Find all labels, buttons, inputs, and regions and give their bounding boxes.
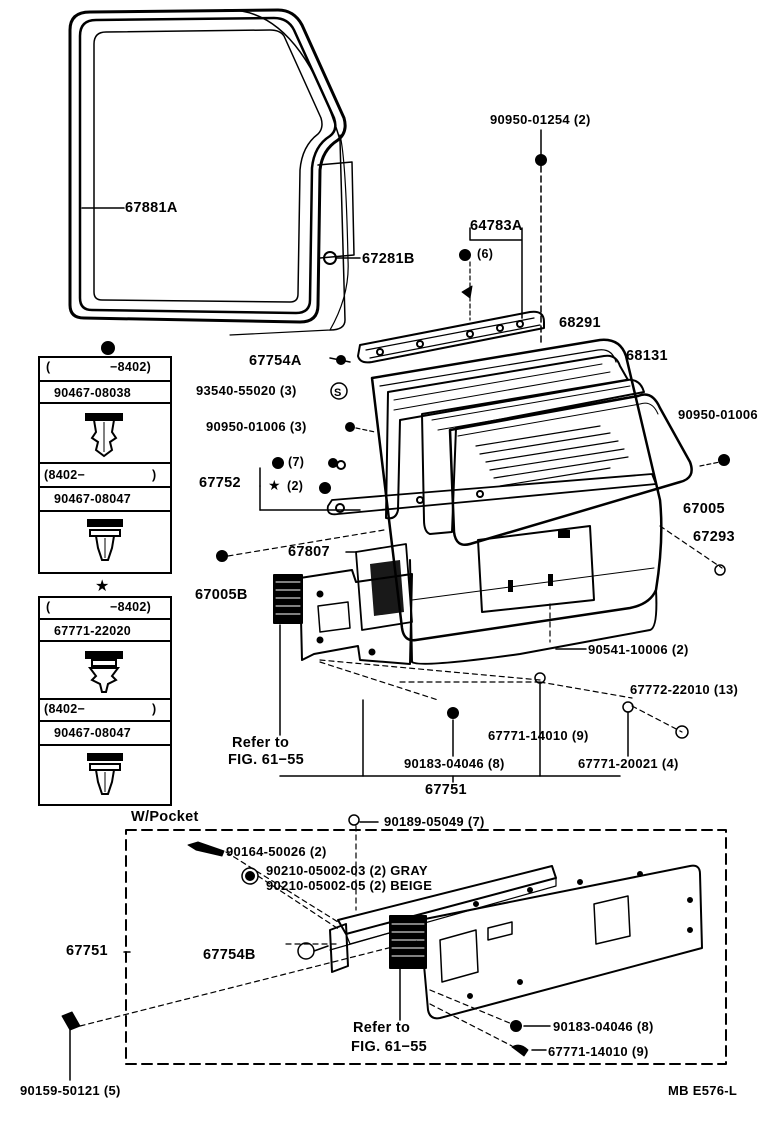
label-90950-01006-3: 90950-01006 (3) — [206, 419, 307, 434]
glass-weatherstrip — [385, 354, 629, 520]
fir-tree-clip-icon — [85, 651, 123, 693]
legend-b-part1: 67771-22020 — [54, 624, 131, 638]
w-pocket-box — [125, 829, 727, 1065]
back-door-glass — [448, 393, 693, 546]
svg-text:S: S — [334, 387, 341, 399]
label-68131: 68131 — [626, 348, 668, 364]
grommet-90950-01254 — [535, 154, 547, 166]
label-67807: 67807 — [288, 544, 330, 560]
label-fig-61-55-2: FIG. 61−55 — [351, 1039, 427, 1055]
push-clip-icon-2 — [87, 519, 123, 561]
label-68291: 68291 — [559, 315, 601, 331]
legend-b-part2: 90467-08047 — [54, 726, 131, 740]
label-67005b: 67005B — [195, 587, 248, 603]
label-qty-7: (7) — [288, 455, 305, 469]
label-90210-05002-03: 90210-05002-03 (2) GRAY — [266, 863, 428, 878]
label-qty-6: (6) — [477, 247, 494, 261]
trim-panel-lower — [329, 864, 703, 1020]
push-clip-icon — [85, 413, 123, 458]
label-67754b: 67754B — [203, 947, 256, 963]
legend-a-row1-right: −8402) — [110, 360, 152, 374]
label-fig-61-55-1: FIG. 61−55 — [228, 752, 304, 768]
label-w-pocket: W/Pocket — [131, 809, 199, 825]
label-90159-50121: 90159-50121 (5) — [20, 1083, 121, 1098]
star-marker: ★ — [268, 478, 281, 494]
legend-b-row1-right: −8402) — [110, 600, 152, 614]
trim-panel-upper — [273, 569, 413, 665]
label-67754a: 67754A — [249, 353, 302, 369]
label-90164-50026: 90164-50026 (2) — [226, 844, 327, 859]
label-67751: 67751 — [425, 782, 467, 798]
label-refer-to-2: Refer to — [353, 1020, 411, 1036]
legend-a-part1: 90467-08038 — [54, 386, 131, 400]
legend-a-row3-left: (8402− — [44, 468, 86, 482]
legend-box-star: ( −8402) 67771-22020 (8402− ) 90467-0804… — [38, 596, 172, 806]
label-93540-55020: 93540-55020 (3) — [196, 383, 297, 398]
label-67751-lower: 67751 — [66, 943, 108, 959]
star-symbol: ★ — [95, 576, 110, 595]
label-67771-14010-a: 67771-14010 (9) — [488, 728, 589, 743]
legend-a-row3-right: ) — [152, 468, 157, 482]
label-67771-20021: 67771-20021 (4) — [578, 756, 679, 771]
door-weatherstrip — [68, 8, 355, 336]
legend-box-circle: ( −8402) 90467-08038 (8402− ) 90467-0804… — [38, 356, 172, 574]
label-qty-2: (2) — [287, 479, 304, 493]
label-67772-22010: 67772-22010 (13) — [630, 682, 739, 697]
legend-b-row1-left: ( — [46, 600, 51, 614]
label-67771-14010-b: 67771-14010 (9) — [548, 1044, 649, 1059]
label-64783a: 64783A — [470, 218, 523, 234]
label-refer-to-1: Refer to — [232, 735, 290, 751]
label-90183-04046-b: 90183-04046 (8) — [553, 1019, 654, 1034]
hinge-strip — [326, 473, 657, 516]
label-90950-01254: 90950-01254 (2) — [490, 112, 591, 127]
legend-b-row3-right: ) — [152, 702, 157, 716]
label-67293: 67293 — [693, 529, 735, 545]
legend-b-row3-left: (8402− — [44, 702, 86, 716]
label-90183-04046-a: 90183-04046 (8) — [404, 756, 505, 771]
diagram-code: MB E576-L — [668, 1083, 738, 1098]
spoiler-garnish — [357, 310, 545, 364]
label-90189-05049: 90189-05049 (7) — [384, 814, 485, 829]
label-67005: 67005 — [683, 501, 725, 517]
legend-a-part2: 90467-08047 — [54, 492, 131, 506]
label-67281b: 67281B — [362, 251, 415, 267]
label-90541-10006: 90541-10006 (2) — [588, 642, 689, 657]
label-90210-05002-05: 90210-05002-05 (2) BEIGE — [266, 878, 433, 893]
push-clip-icon-3 — [87, 753, 123, 795]
label-67881a: 67881A — [125, 200, 178, 216]
legend-a-row1-left: ( — [46, 360, 51, 374]
door-striker — [323, 251, 361, 265]
label-67752: 67752 — [199, 475, 241, 491]
label-90950-01006: 90950-01006 — [678, 407, 758, 422]
